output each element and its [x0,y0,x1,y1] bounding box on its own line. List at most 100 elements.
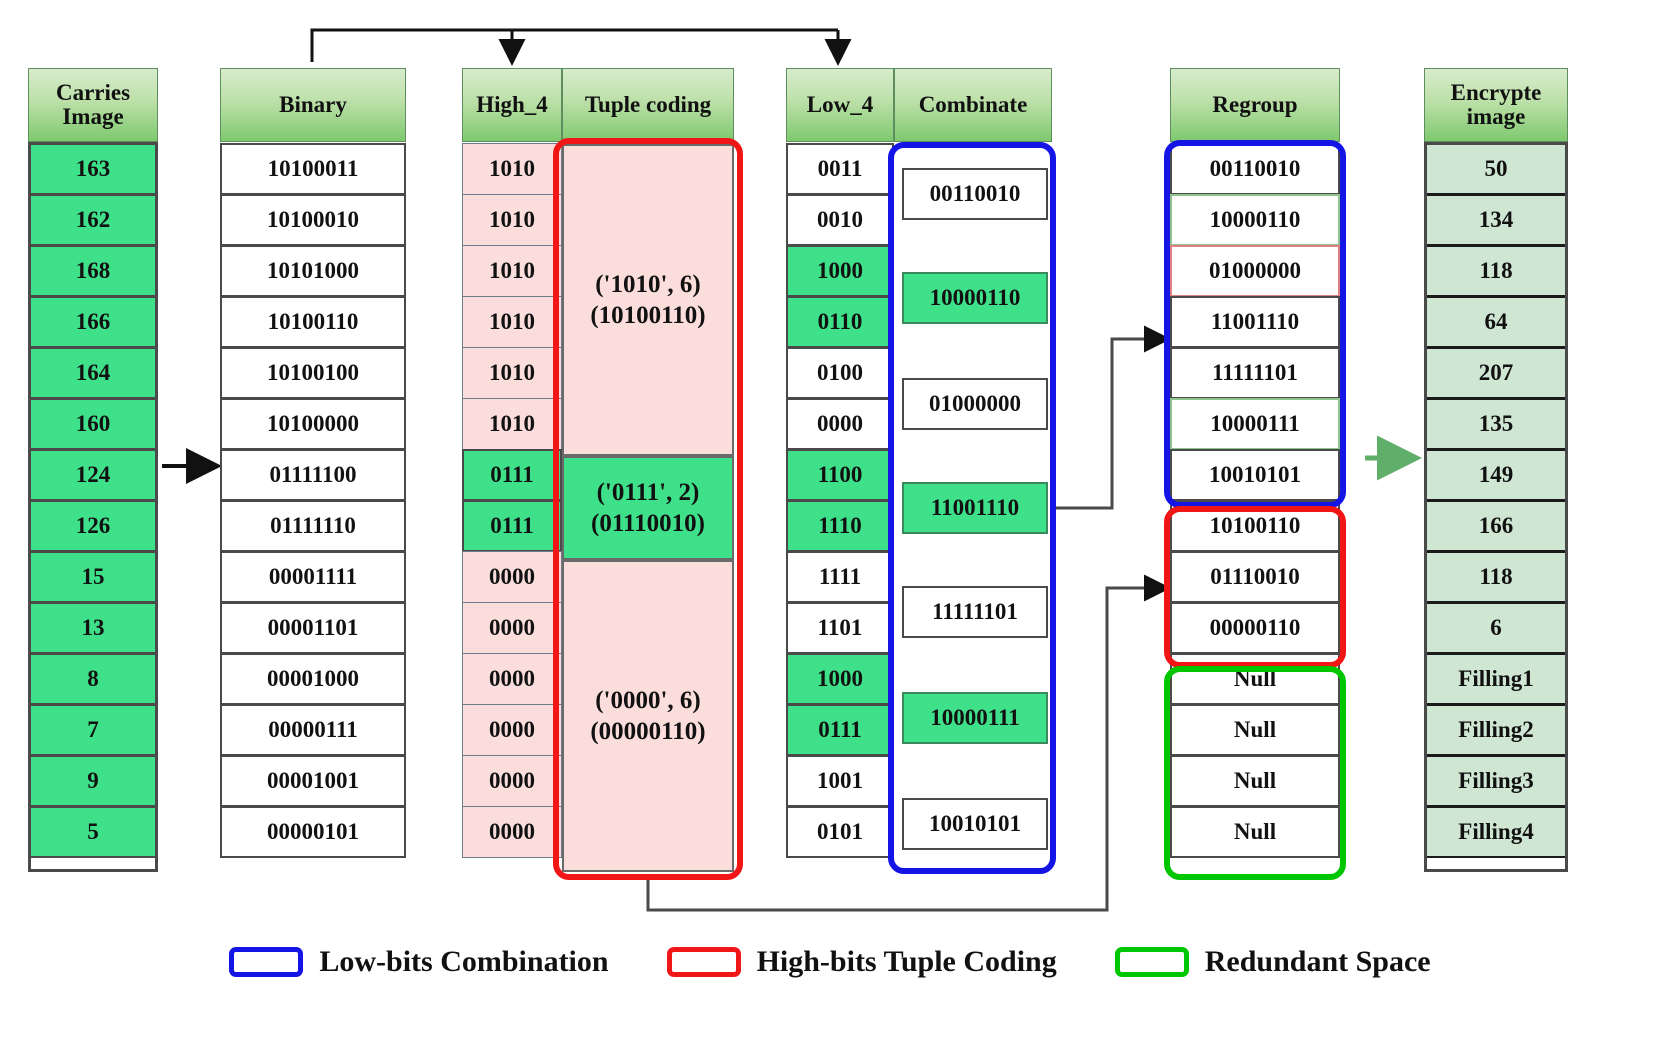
low4-cell: 1111 [786,551,894,603]
combinate-cell: 10010101 [902,798,1048,850]
legend-swatch-red-icon [666,947,741,977]
high4-cell: 1010 [462,194,562,246]
combinate-cell: 01000000 [902,378,1048,430]
high4-cell: 1010 [462,398,562,450]
encrypted-cell: 166 [1424,500,1568,552]
regroup-cell: 10100110 [1170,500,1340,552]
binary-cell: 01111110 [220,500,406,552]
high4-cell: 0000 [462,704,562,756]
low4-cell: 1001 [786,755,894,807]
regroup-cell: 10000111 [1170,398,1340,450]
high4-cell: 1010 [462,143,562,195]
carries-cell: 8 [28,653,158,705]
low4-cells: 0011 0010 1000 0110 0100 0000 1100 1110 … [786,143,894,858]
binary-cell: 10100011 [220,143,406,195]
binary-cell: 10100100 [220,347,406,399]
carries-cell: 5 [28,806,158,858]
high4-cell-highlighted: 0111 [462,449,562,501]
regroup-cell-null: Null [1170,755,1340,807]
column-combinate: Combinate [894,68,1052,142]
legend: Low-bits Combination High-bits Tuple Cod… [0,922,1660,1002]
column-header-binary: Binary [220,68,406,142]
carries-cell: 168 [28,245,158,297]
carries-cell: 126 [28,500,158,552]
column-header-regroup: Regroup [1170,68,1340,142]
encrypted-cell: 149 [1424,449,1568,501]
binary-cell: 01111100 [220,449,406,501]
low4-cell: 0101 [786,806,894,858]
column-regroup: Regroup 00110010 10000110 01000000 11001… [1170,68,1340,858]
binary-cell: 00001101 [220,602,406,654]
encrypted-cell: 135 [1424,398,1568,450]
column-header-combinate: Combinate [894,68,1052,142]
encrypted-cell-filling: Filling1 [1424,653,1568,705]
binary-cell: 00001001 [220,755,406,807]
combinate-cell-highlighted: 10000111 [902,692,1048,744]
column-low4: Low_4 0011 0010 1000 0110 0100 0000 1100… [786,68,894,858]
legend-item-low-bits-combination: Low-bits Combination [229,945,609,979]
encrypted-cell: 118 [1424,245,1568,297]
encrypted-cells: 50 134 118 64 207 135 149 166 118 6 Fill… [1424,143,1568,858]
binary-cell: 00000111 [220,704,406,756]
legend-item-redundant-space: Redundant Space [1114,945,1431,979]
binary-cells: 10100011 10100010 10101000 10100110 1010… [220,143,406,858]
combinate-cell-highlighted: 11001110 [902,482,1048,534]
high4-cell: 1010 [462,245,562,297]
regroup-cell: 11001110 [1170,296,1340,348]
tuple-coding-group-highlighted: ('0111', 2) (01110010) [562,456,734,560]
legend-swatch-green-icon [1114,947,1189,977]
high4-cell: 0000 [462,755,562,807]
carries-cell: 7 [28,704,158,756]
carries-cell: 164 [28,347,158,399]
high4-cell: 0000 [462,602,562,654]
combinate-cell-highlighted: 10000110 [902,272,1048,324]
column-binary: Binary 10100011 10100010 10101000 101001… [220,68,406,858]
column-header-high4: High_4 [462,68,562,142]
high4-cell: 0000 [462,551,562,603]
regroup-cell-null: Null [1170,704,1340,756]
carries-cell: 160 [28,398,158,450]
regroup-cell: 00000110 [1170,602,1340,654]
column-tuple-coding: Tuple coding [562,68,734,142]
high4-cell: 0000 [462,653,562,705]
column-header-low4: Low_4 [786,68,894,142]
high4-cell: 1010 [462,296,562,348]
low4-cell-highlighted: 0110 [786,296,894,348]
encrypted-cell: 207 [1424,347,1568,399]
legend-item-high-bits-tuple-coding: High-bits Tuple Coding [666,945,1057,979]
encrypted-cell: 118 [1424,551,1568,603]
carries-cell: 163 [28,143,158,195]
carries-cell: 162 [28,194,158,246]
binary-cell: 00001111 [220,551,406,603]
high4-cell-highlighted: 0111 [462,500,562,552]
carries-cells: 163 162 168 166 164 160 124 126 15 13 8 … [28,143,158,858]
low4-cell: 0000 [786,398,894,450]
regroup-cell: 00110010 [1170,143,1340,195]
binary-cell: 00001000 [220,653,406,705]
regroup-cell: 01110010 [1170,551,1340,603]
binary-cell: 10101000 [220,245,406,297]
column-header-encrypted-image: Encrypte image [1424,68,1568,142]
combinate-cell: 11111101 [902,586,1048,638]
regroup-cell: 10000110 [1170,194,1340,246]
binary-cell: 10100010 [220,194,406,246]
low4-cell: 0010 [786,194,894,246]
encrypted-cell-filling: Filling3 [1424,755,1568,807]
carries-cell: 13 [28,602,158,654]
tuple-coding-group: ('1010', 6) (10100110) [562,144,734,456]
low4-cell-highlighted: 1100 [786,449,894,501]
low4-cell-highlighted: 1000 [786,245,894,297]
encrypted-cell: 50 [1424,143,1568,195]
column-header-tuple-coding: Tuple coding [562,68,734,142]
combinate-cell: 00110010 [902,168,1048,220]
encrypted-cell-filling: Filling4 [1424,806,1568,858]
regroup-cell-null: Null [1170,653,1340,705]
low4-cell: 0011 [786,143,894,195]
encrypted-cell: 134 [1424,194,1568,246]
low4-cell-highlighted: 0111 [786,704,894,756]
high4-cells: 1010 1010 1010 1010 1010 1010 0111 0111 … [462,143,562,858]
regroup-cells: 00110010 10000110 01000000 11001110 1111… [1170,143,1340,858]
column-header-carries-image: Carries Image [28,68,158,142]
carries-cell: 166 [28,296,158,348]
